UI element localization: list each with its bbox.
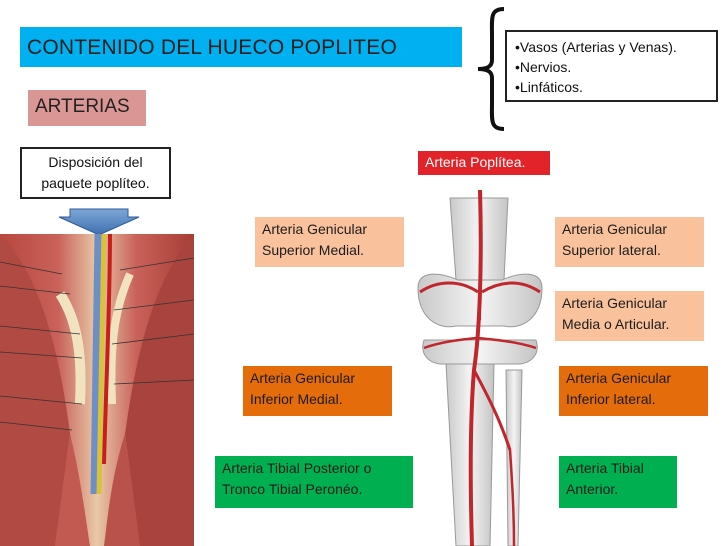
genicular-superior-lateral-label: Arteria Genicular Superior lateral. (555, 217, 704, 267)
label-line: Arteria Tibial Posterior o (222, 460, 372, 476)
label-line: Arteria Genicular (562, 295, 668, 311)
genicular-inferior-lateral-label: Arteria Genicular Inferior lateral. (559, 366, 708, 416)
genicular-inferior-medial-label: Arteria Genicular Inferior Medial. (243, 366, 392, 416)
genicular-superior-medial-label: Arteria Genicular Superior Medial. (255, 217, 404, 267)
label-line: Inferior Medial. (250, 391, 343, 407)
label-line: Superior Medial. (262, 242, 364, 258)
label-line: Arteria Genicular (262, 221, 368, 237)
section-label: ARTERIAS (28, 90, 146, 126)
label-line: Arteria Genicular (250, 370, 356, 386)
list-item-nervios: •Nervios. (515, 59, 572, 75)
knee-arteries-illustration (410, 180, 550, 546)
genicular-media-label: Arteria Genicular Media o Articular. (555, 291, 704, 341)
label-line: Superior lateral. (562, 242, 661, 258)
disposition-line-1: Disposición del (48, 154, 143, 170)
list-item-vasos: •Vasos (Arterias y Venas). (515, 39, 677, 55)
label-line: Arteria Genicular (562, 221, 668, 237)
arteria-poplitea-label: Arteria Poplítea. (418, 151, 550, 175)
label-line: Inferior lateral. (566, 391, 656, 407)
tibial-posterior-label: Arteria Tibial Posterior o Tronco Tibial… (215, 456, 413, 508)
label-line: Media o Articular. (562, 316, 670, 332)
label-line: Anterior. (566, 481, 619, 497)
left-brace-icon (477, 7, 505, 131)
label-line: Tronco Tibial Peronéo. (222, 481, 363, 497)
label-line: Arteria Genicular (566, 370, 672, 386)
page-title: CONTENIDO DEL HUECO POPLITEO (20, 27, 462, 67)
list-item-linfaticos: •Linfáticos. (515, 79, 583, 95)
disposition-caption: Disposición del paquete poplíteo. (20, 147, 171, 199)
contents-list: •Vasos (Arterias y Venas). •Nervios. •Li… (505, 30, 718, 102)
popliteal-muscles-illustration (0, 234, 194, 546)
disposition-line-2: paquete poplíteo. (41, 175, 150, 191)
tibial-anterior-label: Arteria Tibial Anterior. (559, 456, 677, 508)
down-arrow-icon (58, 208, 140, 236)
label-line: Arteria Tibial (566, 460, 644, 476)
